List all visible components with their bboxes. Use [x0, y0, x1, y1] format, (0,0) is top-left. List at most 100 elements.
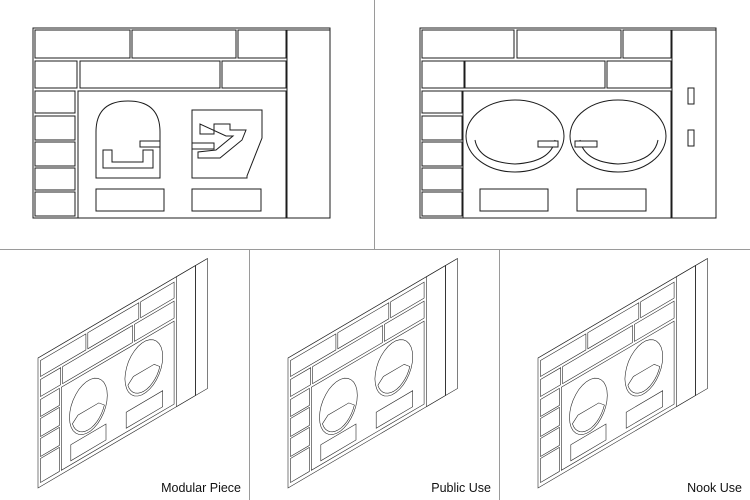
row2-cubby-3: [606, 60, 672, 89]
round-nook-left-cushion: [474, 139, 556, 165]
elevation-nooks-svg: [419, 27, 717, 219]
arched-seat-shelf: [139, 140, 161, 148]
seat-niche-left-cushion: [572, 402, 605, 433]
caption-public-use: Public Use: [431, 481, 491, 495]
cubby-1: [540, 333, 587, 378]
cubby-6: [384, 300, 425, 342]
cubby-9: [540, 426, 560, 458]
cubby-8: [40, 406, 60, 438]
cubby-2: [337, 302, 390, 350]
row2-cubby-2: [464, 60, 606, 89]
round-nook-right-cushion: [579, 139, 659, 165]
isometric-render-nook: [537, 257, 708, 489]
drawer-right: [191, 188, 262, 212]
cubby-8: [540, 406, 560, 438]
row2-cubby-1: [421, 60, 465, 89]
cabinet-front-face: [37, 264, 196, 489]
seat-niche-right-cushion: [627, 363, 661, 394]
cubby-2: [587, 302, 640, 350]
seat-niche-left-cushion: [322, 402, 355, 433]
cubby-7: [40, 387, 60, 418]
top-cubby-3: [622, 29, 672, 59]
seat-niche-right: [124, 339, 164, 397]
cabinet-tall-column: [176, 264, 196, 408]
angular-seat-shelf: [191, 142, 215, 150]
cubby-7: [290, 387, 310, 418]
caption-modular-piece: Modular Piece: [161, 481, 241, 495]
handle-upper: [687, 87, 695, 105]
handle-lower: [687, 129, 695, 147]
top-cubby-3: [237, 29, 287, 59]
cubby-5: [312, 324, 383, 385]
seat-niche-left: [569, 377, 608, 435]
cabinet-front-face: [287, 264, 446, 489]
row2-cubby-3: [221, 60, 287, 89]
tall-side-module: [671, 29, 717, 219]
isometric-render-modular: [37, 257, 208, 489]
cubby-7: [540, 387, 560, 418]
seat-niche-right-cushion: [127, 363, 161, 394]
cubby-4: [40, 367, 62, 398]
row2-cubby-2: [79, 60, 221, 89]
seat-niche-left: [69, 377, 108, 435]
cabinet-side-face: [695, 257, 708, 397]
elevation-drawing-nooks: [375, 0, 750, 250]
seat-niche-left-cushion: [72, 402, 105, 433]
caption-nook-use: Nook Use: [687, 481, 742, 495]
cubby-3: [140, 281, 175, 319]
top-cubby-1: [421, 29, 515, 59]
round-nook-left: [465, 99, 565, 173]
cubby-9: [40, 426, 60, 458]
cubby-1: [40, 333, 87, 378]
elevation-drawing-seats: [0, 0, 375, 250]
angular-seat-cushion: [197, 123, 247, 159]
left-shelf-stack: [421, 90, 463, 217]
drawer-left: [570, 423, 607, 462]
cubby-9: [290, 426, 310, 458]
cubby-10: [290, 446, 310, 484]
cubby-10: [40, 446, 60, 484]
drawer-left: [70, 423, 107, 462]
cubby-1: [290, 333, 337, 378]
drawer-right: [576, 188, 647, 212]
seat-niche-right: [624, 339, 664, 397]
drawer-left: [479, 188, 549, 212]
drawer-right: [375, 390, 413, 429]
cubby-6: [134, 300, 175, 342]
round-nook-right: [569, 99, 667, 173]
seat-niche-left: [319, 377, 358, 435]
cubby-3: [640, 281, 675, 319]
central-panel: [60, 320, 175, 471]
drawer-right: [625, 390, 663, 429]
cabinet-tall-column: [426, 264, 446, 408]
top-cubby-2: [516, 29, 622, 59]
cubby-2: [87, 302, 140, 350]
arched-seat-cushion: [102, 149, 154, 169]
cubby-4: [290, 367, 312, 398]
cabinet-tall-column: [676, 264, 696, 408]
render-panel-nook: Nook Use: [500, 250, 750, 500]
row2-cubby-1: [34, 60, 78, 89]
drawer-right: [125, 390, 163, 429]
top-cubby-1: [34, 29, 131, 59]
central-panel: [310, 320, 425, 471]
cabinet-side-face: [445, 257, 458, 397]
cabinet-front-face: [537, 264, 696, 489]
seat-niche-right: [374, 339, 414, 397]
cubby-4: [540, 367, 562, 398]
round-nook-right-shelf: [574, 140, 598, 148]
central-panel: [560, 320, 675, 471]
round-nook-left-shelf: [537, 140, 559, 148]
cubby-10: [540, 446, 560, 484]
isometric-render-public: [287, 257, 458, 489]
drawer-left: [320, 423, 357, 462]
render-panel-modular: Modular Piece: [0, 250, 250, 500]
drawer-left: [95, 188, 165, 212]
cubby-5: [562, 324, 633, 385]
top-cubby-2: [131, 29, 237, 59]
left-shelf-stack: [34, 90, 76, 217]
cubby-5: [62, 324, 133, 385]
render-panel-public: Public Use: [250, 250, 500, 500]
elevation-seats-svg: [32, 27, 331, 219]
